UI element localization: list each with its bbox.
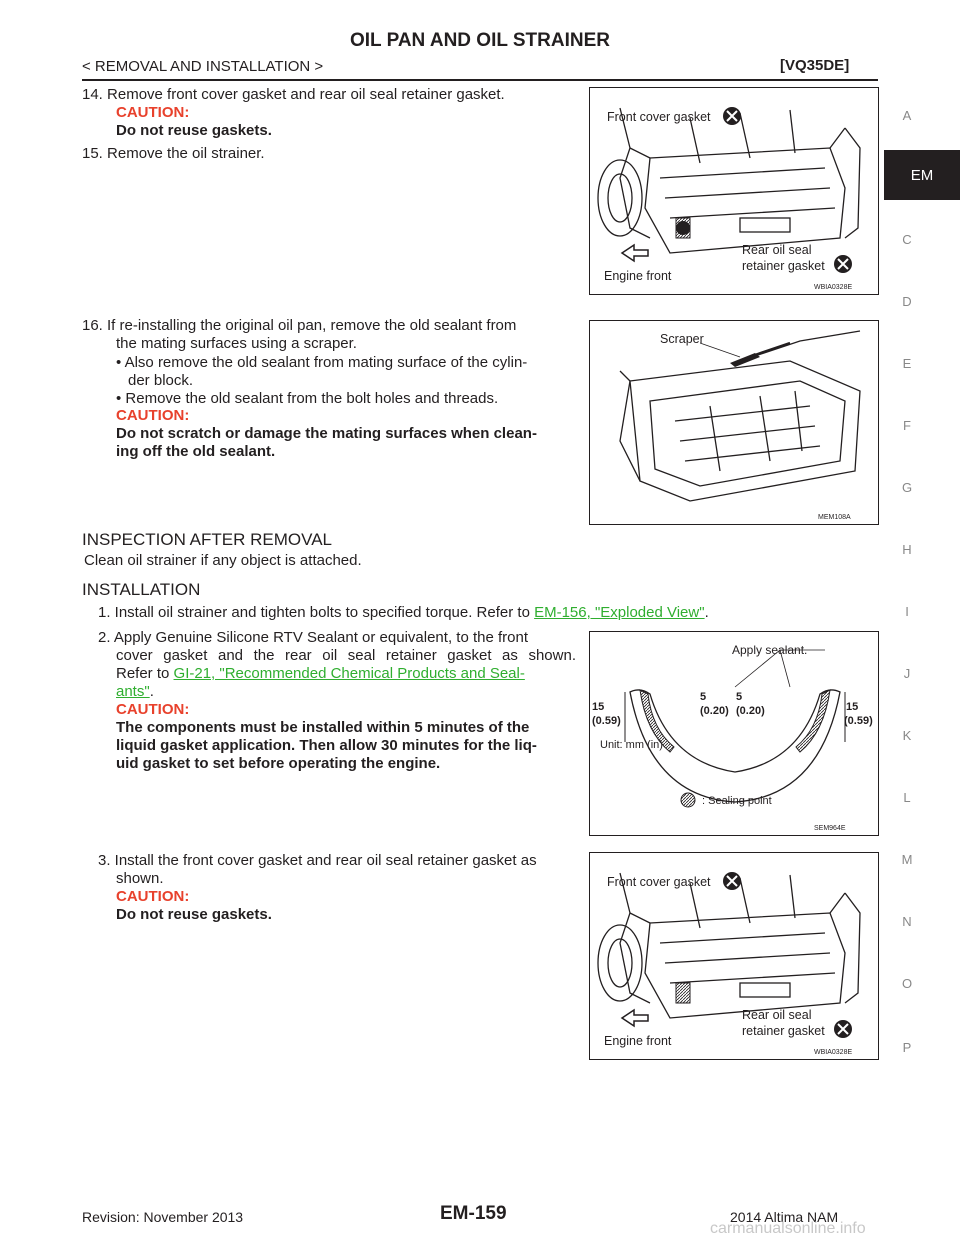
install-step-1-text: 1. Install oil strainer and tighten bolt…	[98, 604, 530, 621]
install-step-2-caution-1: The components must be installed within …	[116, 719, 530, 736]
footer-revision: Revision: November 2013	[82, 1209, 244, 1225]
scraper-drawing: Scraper MEM108A	[619, 330, 861, 521]
fig1-engine-front-label: Engine front	[604, 269, 672, 283]
step-16-line2: the mating surfaces using a scraper.	[116, 335, 357, 352]
engine-model: [VQ35DE]	[780, 57, 850, 74]
sidebar-letter-a[interactable]: A	[902, 108, 912, 123]
sealant-drawing: Apply sealant. 15 (0.59) 5 (0.20) 5 (0.2…	[592, 643, 873, 832]
step-16-caution-label: CAUTION:	[116, 407, 190, 424]
install-step-2-caution-2: liquid gasket application. Then allow 30…	[116, 737, 537, 754]
footer-model: 2014 Altima NAM	[730, 1209, 839, 1225]
fig3-dim-right: 15	[846, 701, 858, 713]
install-step-1-end: .	[704, 604, 709, 621]
page-number: EM-159	[440, 1203, 507, 1224]
sidebar-tab-em[interactable]: EM	[884, 150, 960, 200]
fig1-rear-label-1: Rear oil seal	[742, 243, 811, 257]
fig4-engine-front-label: Engine front	[604, 1034, 672, 1048]
figure-gasket-removal: Front cover gasket Rear oil seal retaine…	[589, 87, 879, 295]
install-step-2-refer-label: Refer to	[116, 665, 170, 682]
sidebar-letter-g[interactable]: G	[901, 480, 913, 495]
sidebar-letter-m[interactable]: M	[901, 852, 913, 867]
install-step-2-line1: 2. Apply Genuine Silicone RTV Sealant or…	[98, 629, 528, 646]
install-step-1: 1. Install oil strainer and tighten bolt…	[98, 604, 709, 622]
sidebar-letter-f[interactable]: F	[903, 418, 911, 433]
step-15-text: 15. Remove the oil strainer.	[82, 145, 265, 162]
sidebar-letter-k[interactable]: K	[902, 728, 912, 743]
fig4-code: WBIA0328E	[814, 1049, 852, 1056]
fig3-dim-mid-left: 5	[700, 691, 706, 703]
sidebar-letter-c[interactable]: C	[902, 232, 912, 247]
fig4-rear-label-1: Rear oil seal	[742, 1008, 811, 1022]
step-16-caution-line1: Do not scratch or damage the mating surf…	[116, 425, 537, 442]
figure-gasket-install: Front cover gasket Rear oil seal retaine…	[589, 852, 879, 1060]
figure-scraper: Scraper MEM108A	[589, 320, 879, 525]
step-16-bullet2: • Remove the old sealant from the bolt h…	[116, 390, 499, 407]
fig3-dim-left: 15	[592, 701, 604, 713]
sidebar-letter-h[interactable]: H	[902, 542, 912, 557]
breadcrumb: < REMOVAL AND INSTALLATION >	[82, 58, 324, 75]
step-16-caution-line2: ing off the old sealant.	[116, 443, 276, 460]
install-step-3-line2: shown.	[116, 870, 164, 887]
fig1-rear-label-2: retainer gasket	[742, 259, 825, 273]
fig3-dim-mid-right: 5	[736, 691, 742, 703]
fig3-code: SEM964E	[814, 825, 846, 832]
chemical-products-link-cont[interactable]: ants"	[116, 683, 150, 700]
sidebar-letter-p[interactable]: P	[902, 1040, 912, 1055]
install-step-2-refer: Refer to GI-21, "Recommended Chemical Pr…	[116, 665, 576, 683]
install-step-2-line2: cover gasket and the rear oil seal retai…	[116, 647, 576, 664]
sidebar-letter-d[interactable]: D	[902, 294, 912, 309]
fig3-dim-mid-right-in: (0.20)	[736, 705, 765, 717]
installation-heading: INSTALLATION	[82, 580, 201, 599]
page-title: OIL PAN AND OIL STRAINER	[349, 30, 611, 51]
sidebar-letter-e[interactable]: E	[902, 356, 912, 371]
fig3-dim-right-in: (0.59)	[844, 715, 873, 727]
step-14-caution: Do not reuse gaskets.	[116, 122, 272, 139]
chemical-products-link[interactable]: GI-21, "Recommended Chemical Products an…	[173, 665, 525, 682]
install-step-3-caution-label: CAUTION:	[116, 888, 190, 905]
step-16-bullet1b: der block.	[128, 372, 194, 389]
fig1-front-cover-label: Front cover gasket	[607, 110, 711, 124]
gasket-removal-drawing: Front cover gasket Rear oil seal retaine…	[597, 107, 861, 291]
install-step-2-end: .	[149, 683, 154, 700]
sidebar-letter-l[interactable]: L	[903, 790, 911, 805]
step-14-caution-label: CAUTION:	[116, 104, 190, 121]
fig3-apply-label: Apply sealant.	[732, 643, 807, 657]
install-step-2-link-cont: ants".	[116, 683, 154, 701]
install-step-2-caution-3: uid gasket to set before operating the e…	[116, 755, 441, 772]
step-14-text: 14. Remove front cover gasket and rear o…	[82, 86, 505, 103]
fig4-rear-label-2: retainer gasket	[742, 1024, 825, 1038]
gasket-install-drawing: Front cover gasket Rear oil seal retaine…	[597, 872, 861, 1056]
fig4-front-cover-label: Front cover gasket	[607, 875, 711, 889]
exploded-view-link[interactable]: EM-156, "Exploded View"	[534, 604, 705, 621]
sidebar-letter-j[interactable]: J	[903, 666, 911, 681]
fig3-dim-left-in: (0.59)	[592, 715, 621, 727]
fig2-scraper-label: Scraper	[660, 332, 704, 346]
step-16-bullet1a: • Also remove the old sealant from matin…	[116, 354, 528, 371]
fig2-code: MEM108A	[818, 514, 851, 521]
fig3-dim-mid-left-in: (0.20)	[700, 705, 729, 717]
watermark: carmanualsonline.info	[710, 1220, 866, 1237]
sidebar-letter-n[interactable]: N	[902, 914, 912, 929]
sidebar-letter-i[interactable]: I	[905, 604, 909, 619]
install-step-2-caution-label: CAUTION:	[116, 701, 190, 718]
header-rule	[82, 79, 878, 81]
install-step-3-caution: Do not reuse gaskets.	[116, 906, 272, 923]
step-16-line1: 16. If re-installing the original oil pa…	[82, 317, 517, 334]
fig1-code: WBIA0328E	[814, 284, 852, 291]
figure-sealant: Apply sealant. 15 (0.59) 5 (0.20) 5 (0.2…	[589, 631, 879, 836]
inspection-heading: INSPECTION AFTER REMOVAL	[82, 530, 333, 549]
install-step-3-line1: 3. Install the front cover gasket and re…	[98, 852, 537, 869]
sidebar-letter-o[interactable]: O	[901, 976, 913, 991]
inspection-text: Clean oil strainer if any object is atta…	[84, 552, 362, 569]
fig3-unit: Unit: mm (in)	[600, 739, 663, 751]
fig3-legend: : Sealing point	[702, 795, 772, 807]
